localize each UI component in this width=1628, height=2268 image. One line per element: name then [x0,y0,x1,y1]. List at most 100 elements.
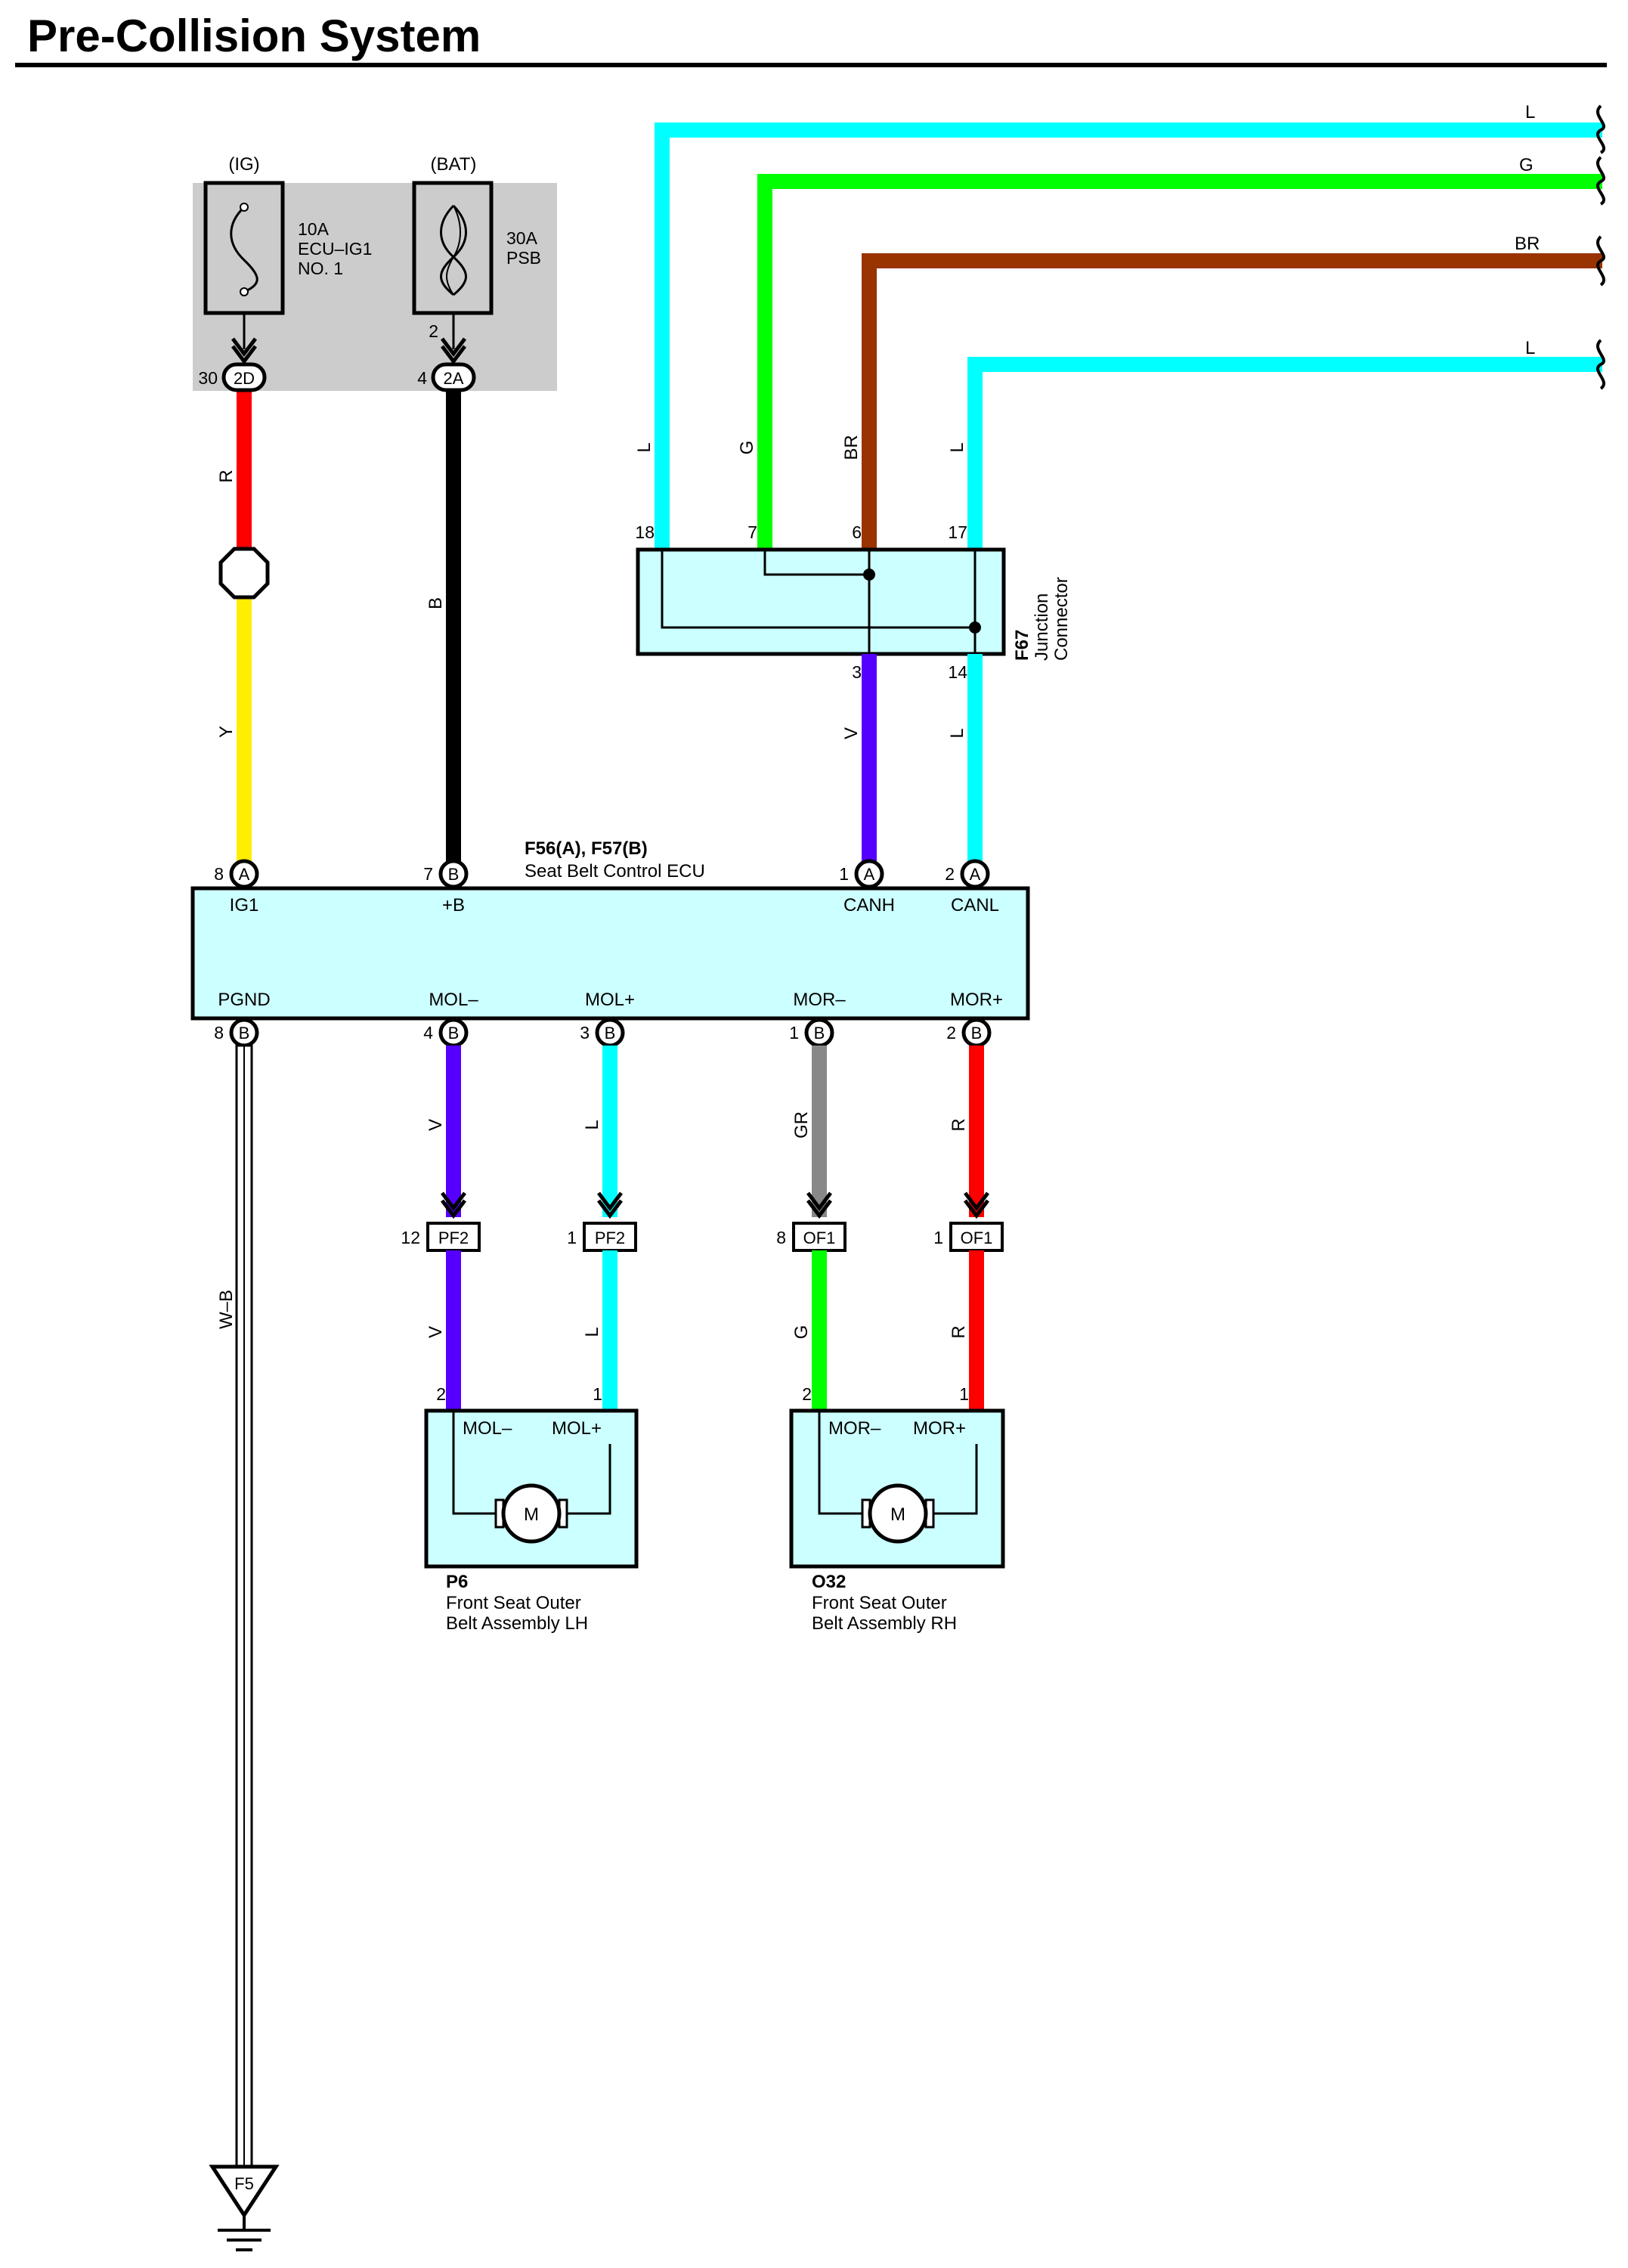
wire-label: L [634,442,655,452]
motor-o32-symbol [868,1483,928,1544]
wire-br-6 [862,253,1602,550]
svg-text:2: 2 [436,1384,446,1404]
svg-text:A: A [239,865,250,884]
svg-text:OF1: OF1 [803,1228,836,1247]
svg-text:1: 1 [567,1228,577,1247]
ecu-pin-canl: A 2 CANL [945,859,999,916]
svg-text:PF2: PF2 [595,1228,625,1247]
wire-label: L [582,1327,602,1337]
fuse-bat-label: (BAT) [431,154,477,175]
svg-text:2: 2 [802,1384,812,1404]
svg-text:2: 2 [946,1023,956,1043]
junction-connector-f67 [636,547,1006,656]
svg-text:3: 3 [580,1023,590,1043]
fuse-ig-name: ECU–IG1 [298,239,372,259]
svg-text:2: 2 [945,864,955,884]
wire-label: G [791,1325,812,1340]
svg-text:1: 1 [593,1384,602,1404]
wire-label: B [426,597,446,609]
ecu-pin-canh: A 1 CANH [839,859,895,916]
ecu-pin-mor-plus: MOR+ B 2 [946,990,1003,1048]
wire-label: W–B [216,1290,237,1329]
svg-text:A: A [864,865,875,884]
ecu-pin-mor-minus: MOR– B 1 [789,990,846,1048]
motor-p6: 2 1 MOL– MOL+ M [424,1384,639,1569]
motor-o32-name: Front Seat Outer [812,1593,947,1613]
wire-label: L [947,728,967,738]
svg-text:MOR+: MOR+ [913,1418,966,1439]
page-title: Pre-Collision System [27,11,481,61]
svg-text:B: B [448,1024,460,1043]
svg-text:F5: F5 [234,2174,254,2193]
svg-text:1: 1 [839,864,849,884]
svg-text:MOR–: MOR– [828,1418,881,1439]
wire-label: R [216,469,237,482]
edge-label: L [1525,102,1535,122]
svg-text:MOR+: MOR+ [950,990,1003,1010]
svg-text:B: B [448,865,460,884]
svg-text:B: B [814,1024,825,1043]
svg-text:MOL+: MOL+ [552,1418,602,1439]
wire-label: BR [841,435,862,460]
svg-text:1: 1 [789,1023,799,1043]
ecu-pin-mol-minus: MOL– B 4 [423,990,478,1048]
svg-text:1: 1 [959,1384,969,1404]
wire-label: L [947,442,967,452]
ecu-pin-mol-plus: MOL+ B 3 [580,990,635,1048]
wire-l-17 [967,357,1602,550]
break-symbol [1596,156,1605,206]
svg-text:CANL: CANL [951,895,999,916]
svg-text:M: M [890,1504,905,1525]
fuse-ig-rating: 10A [298,219,330,239]
svg-text:6: 6 [852,522,862,542]
svg-text:7: 7 [747,522,757,542]
ecu-name: Seat Belt Control ECU [525,861,705,881]
wire-label: G [737,441,757,455]
svg-text:14: 14 [948,662,967,682]
svg-text:PGND: PGND [218,990,270,1010]
svg-text:2A: 2A [444,369,464,388]
ecu-pin-ig1: A 8 IG1 [214,859,259,916]
wire-g-7 [757,174,1602,550]
motor-p6-id: P6 [446,1572,468,1592]
ground-f5: F5 [209,2164,280,2251]
svg-text:MOL–: MOL– [429,990,478,1010]
wire-l-18 [655,122,1602,550]
svg-text:17: 17 [948,522,967,542]
break-symbol [1596,235,1605,287]
inline-connector-of1-1: OF1 1 [933,1191,1004,1252]
svg-text:IG1: IG1 [230,895,259,916]
seat-belt-control-ecu [190,886,1030,1021]
svg-text:1: 1 [933,1228,943,1247]
fuse-bat-name: PSB [506,248,541,268]
svg-text:OF1: OF1 [961,1228,993,1247]
break-symbol [1596,104,1605,154]
svg-text:B: B [605,1024,616,1043]
edge-label: BR [1515,234,1540,254]
svg-text:30: 30 [198,368,218,388]
svg-text:B: B [971,1024,983,1043]
wire-label: L [582,1120,602,1129]
motor-p6-name: Front Seat Outer [446,1593,581,1613]
fuse-bat-in-pin: 2 [429,321,438,341]
wire-label: R [949,1118,969,1131]
inline-connector-pf2-12: PF2 12 [401,1191,481,1252]
svg-text:4: 4 [423,1023,433,1043]
fuse-ig-label: (IG) [228,154,259,175]
fuse-ig-name2: NO. 1 [298,259,343,278]
wire-label: Y [216,726,237,738]
motor-p6-symbol [501,1483,562,1544]
svg-text:PF2: PF2 [438,1228,469,1247]
svg-text:3: 3 [852,662,862,682]
motor-o32-name2: Belt Assembly RH [812,1613,957,1634]
svg-text:2D: 2D [234,369,255,388]
edge-label: L [1525,338,1535,358]
inline-connector-of1-8: OF1 8 [776,1191,846,1252]
wire-label: R [949,1325,969,1338]
ecu-pin-pgnd: PGND B 8 [214,990,271,1048]
junction-id: F67 [1012,630,1032,661]
junction-name: Junction [1032,593,1052,661]
svg-text:4: 4 [417,368,427,388]
break-symbol [1596,339,1605,390]
wire-label: GR [791,1111,812,1139]
